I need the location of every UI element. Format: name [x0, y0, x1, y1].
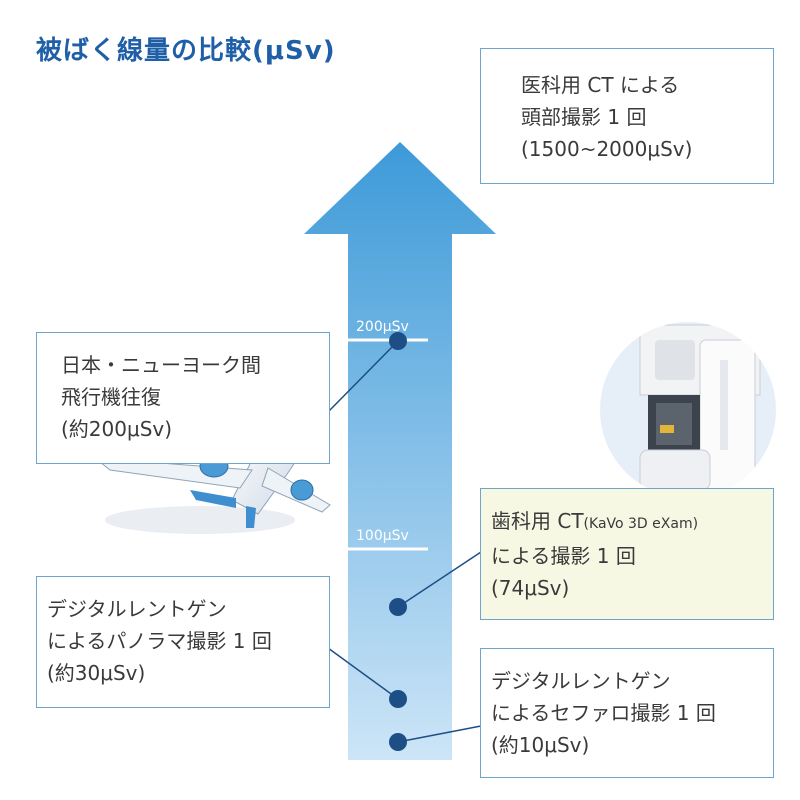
dental-ct-line-1: 歯科用 CT(KaVo 3D eXam) — [491, 505, 773, 540]
dose-dot-flight — [389, 332, 407, 350]
medical-ct-line-2: 頭部撮影 1 回 — [521, 105, 647, 129]
dental-ct-line-2: による撮影 1 回 — [491, 544, 636, 568]
flight-box: 日本・ニューヨーク間 飛行機往復 (約200μSv) — [36, 332, 330, 464]
ceph-line-2: によるセファロ撮影 1 回 — [491, 701, 716, 725]
medical-ct-line-1: 医科用 CT による — [521, 73, 680, 97]
panorama-box: デジタルレントゲン によるパノラマ撮影 1 回 (約30μSv) — [36, 576, 330, 708]
dental-ct-model: (KaVo 3D eXam) — [583, 516, 699, 532]
dose-dot-ceph — [389, 733, 407, 751]
medical-ct-line-3: (1500~2000μSv) — [521, 137, 693, 161]
dental-ct-title: 歯科用 CT — [491, 509, 584, 533]
connector-ceph — [397, 725, 482, 743]
connector-panorama — [327, 647, 399, 700]
ceph-line-3: (約10μSv) — [491, 733, 590, 757]
ceph-box: デジタルレントゲン によるセファロ撮影 1 回 (約10μSv) — [480, 648, 774, 778]
scale-label-100: 100μSv — [356, 528, 409, 544]
flight-line-1: 日本・ニューヨーク間 — [61, 353, 261, 377]
dose-dot-panorama — [389, 690, 407, 708]
dose-dot-dental — [389, 598, 407, 616]
page-title: 被ばく線量の比較(μSv) — [36, 36, 336, 66]
flight-line-3: (約200μSv) — [61, 417, 173, 441]
connector-flight — [327, 340, 399, 413]
dental-ct-box: 歯科用 CT(KaVo 3D eXam) による撮影 1 回 (74μSv) — [480, 488, 774, 620]
scale-label-200: 200μSv — [356, 319, 409, 335]
flight-line-2: 飛行機往復 — [61, 385, 161, 409]
panorama-line-3: (約30μSv) — [47, 661, 146, 685]
connector-dental — [397, 551, 482, 608]
ct-scanner-photo — [600, 322, 776, 498]
ceph-line-1: デジタルレントゲン — [491, 669, 671, 693]
panorama-line-2: によるパノラマ撮影 1 回 — [47, 629, 272, 653]
panorama-line-1: デジタルレントゲン — [47, 597, 227, 621]
dental-ct-line-3: (74μSv) — [491, 576, 570, 600]
medical-ct-box: 医科用 CT による 頭部撮影 1 回 (1500~2000μSv) — [480, 48, 774, 184]
scale-arrow — [304, 142, 496, 760]
